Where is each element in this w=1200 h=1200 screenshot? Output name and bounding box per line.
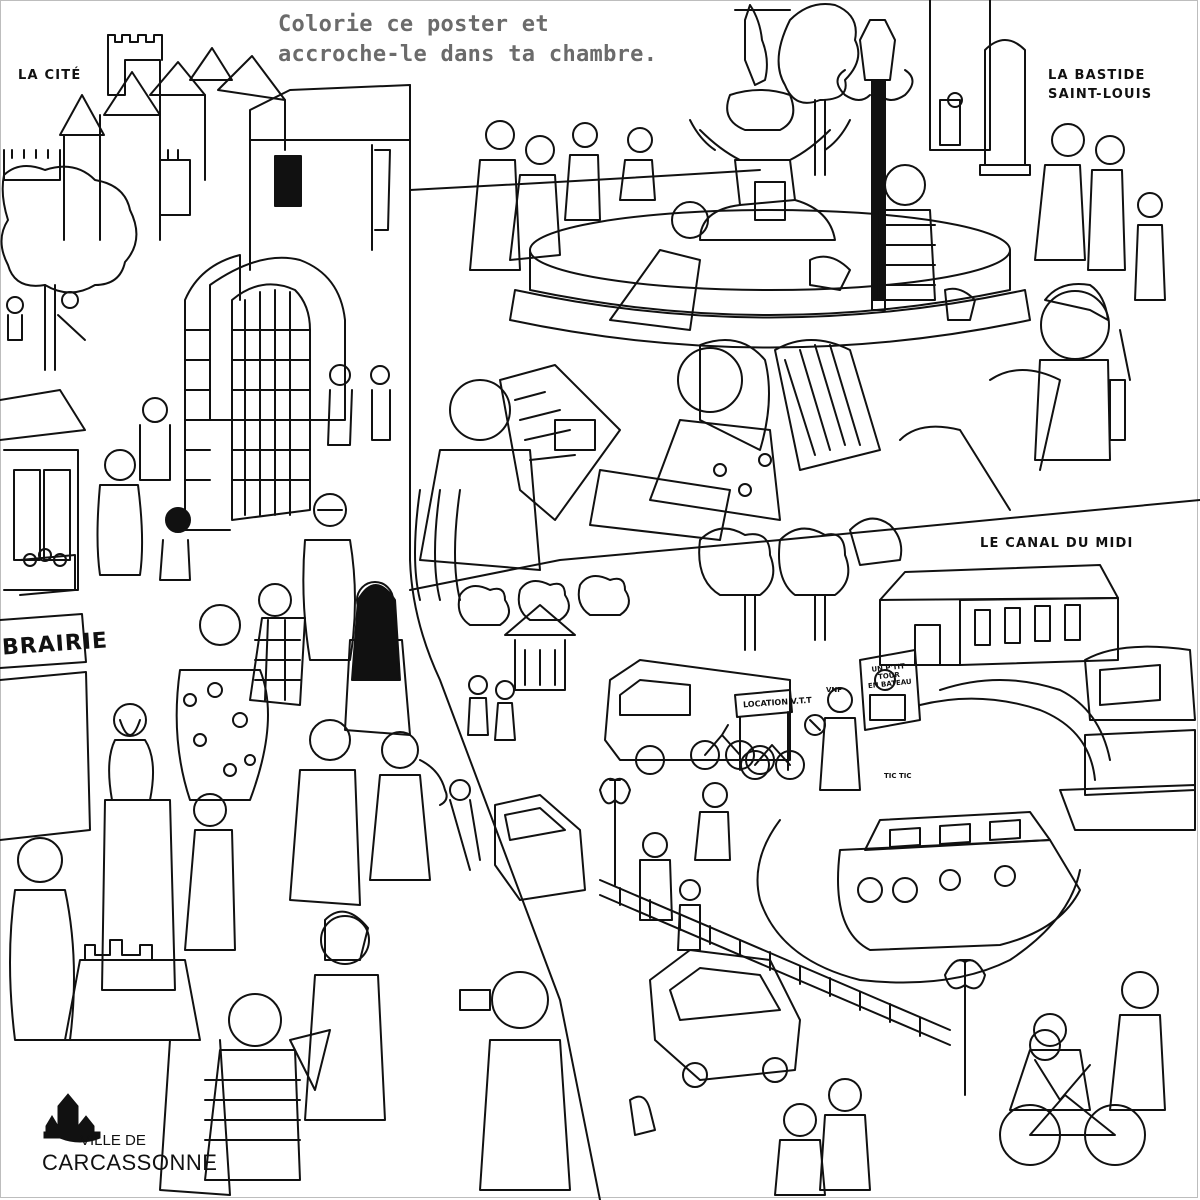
canal-boat xyxy=(837,811,1081,951)
cite-castle xyxy=(3,34,411,531)
area-label-bastide: LA BASTIDE SAINT-LOUIS xyxy=(1048,66,1152,104)
canal-car-bottom xyxy=(649,949,801,1088)
canal-barge-right xyxy=(1059,645,1196,831)
boat-tour-sign xyxy=(804,649,921,736)
canal-cyclist xyxy=(999,1029,1146,1166)
ticket-sign-label: TIC TIC xyxy=(884,772,912,780)
logo-text-ville-de: VILLE DE xyxy=(80,1132,146,1149)
castle-logo-icon xyxy=(43,1093,101,1143)
area-label-bastide-line-1: LA BASTIDE xyxy=(1048,68,1146,83)
bastide-fountain xyxy=(509,4,1031,349)
heading-line-2: accroche-le dans ta chambre. xyxy=(278,42,658,67)
panel-dividers xyxy=(409,84,1200,1200)
canal-van xyxy=(604,659,791,775)
cite-tree xyxy=(0,165,138,371)
location-sign xyxy=(734,689,793,771)
librairie-building xyxy=(0,389,91,841)
canal-kiosk xyxy=(504,604,576,691)
vnf-label: VNF xyxy=(826,686,843,694)
logo-text-carcassonne: CARCASSONNE xyxy=(42,1150,218,1175)
canal-rail xyxy=(599,879,951,1046)
area-label-bastide-line-2: SAINT-LOUIS xyxy=(1048,87,1153,102)
area-label-canal: LE CANAL DU MIDI xyxy=(980,536,1134,551)
bastide-people xyxy=(469,92,1166,331)
poster-heading: Colorie ce poster et accroche-le dans ta… xyxy=(278,10,738,70)
canal-people xyxy=(467,669,1166,1196)
heading-line-1: Colorie ce poster et xyxy=(278,12,549,37)
canal-lampposts xyxy=(599,777,986,1096)
cite-people xyxy=(6,291,391,581)
area-label-cite: LA CITÉ xyxy=(18,68,82,83)
bastide-buildings xyxy=(777,0,1031,176)
cite-crowd xyxy=(9,493,571,1196)
canal-car-left xyxy=(494,794,586,901)
bastide-cafe xyxy=(414,283,1131,601)
canal-trees xyxy=(457,517,903,651)
canal-water xyxy=(756,679,1111,984)
